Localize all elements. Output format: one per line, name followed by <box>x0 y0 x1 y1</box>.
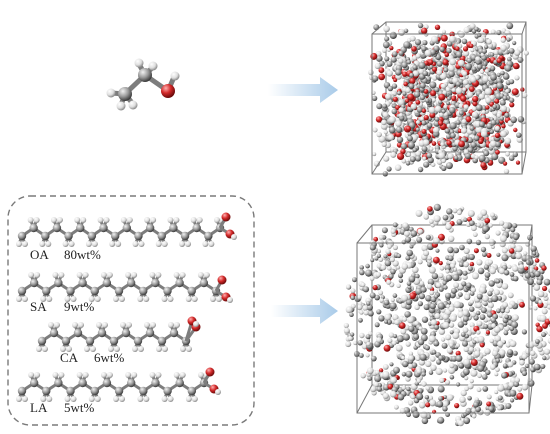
sa-chain <box>16 272 233 303</box>
fatty-acid-chains <box>16 212 237 402</box>
ethanol-simulation-box <box>368 21 529 177</box>
la-chain <box>16 367 221 402</box>
top-arrow <box>268 77 338 103</box>
fatty-acid-panel <box>7 195 255 426</box>
ethanol-molecule <box>106 58 180 111</box>
ca-chain <box>36 316 201 352</box>
oa-chain <box>16 212 237 247</box>
bottom-arrow <box>271 298 338 324</box>
fatty-acid-simulation-box <box>343 203 550 427</box>
